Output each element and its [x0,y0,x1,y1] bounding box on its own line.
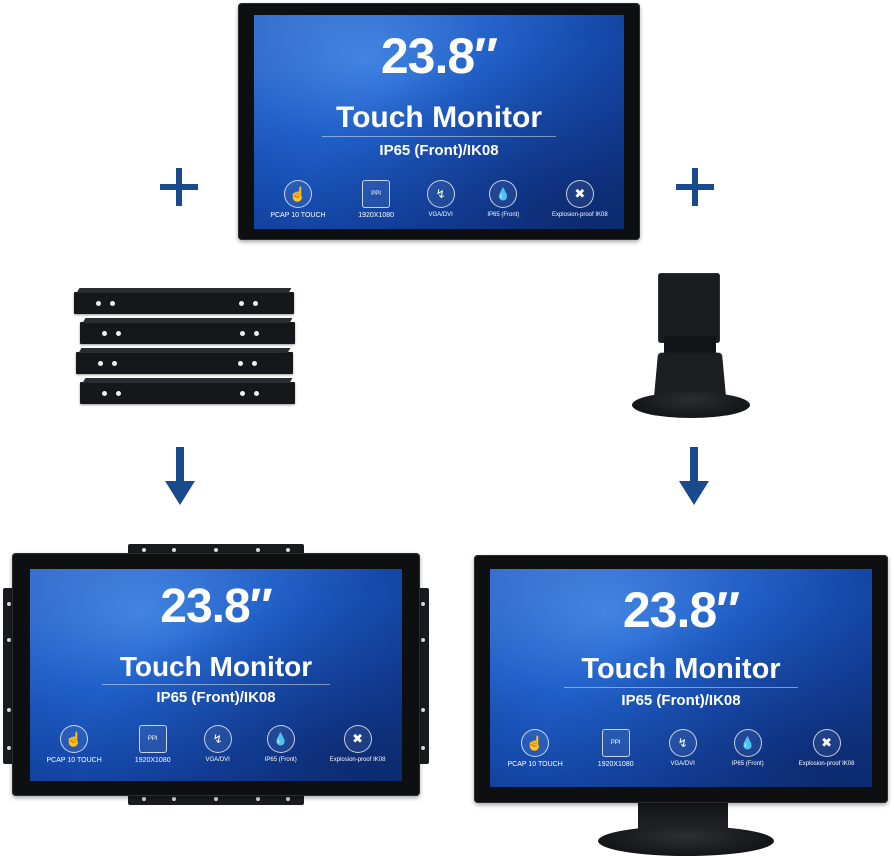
water-drops-icon: 💧 [266,725,295,753]
feature-touch: ☝ PCAP 10 TOUCH [270,180,326,219]
feature-label: 1920X1080 [597,761,634,768]
bracket-2 [80,318,295,344]
feature-row: ☝ PCAP 10 TOUCH PPI 1920X1080 ↯ VGA/DVI … [254,180,624,219]
ppi-icon: PPI [362,180,391,208]
open-frame-monitor-body: 23.8″ Touch Monitor IP65 (Front)/IK08 ☝ … [12,553,420,796]
product-subtitle: IP65 (Front)/IK08 [156,689,276,706]
feature-resolution: PPI 1920X1080 [135,725,171,764]
feature-label: VGA/DVI [205,757,230,763]
feature-label: PCAP 10 TOUCH [270,212,326,219]
plus-icon-right [676,168,714,206]
feature-interface: ↯ VGA/DVI [668,729,697,768]
feature-row: ☝ PCAP 10 TOUCH PPI 1920X1080 ↯ VGA/DVI … [490,729,872,768]
feature-label: IP65 (Front) [487,212,520,218]
feature-label: IP65 (Front) [731,761,764,767]
feature-label: 1920X1080 [358,212,395,219]
feature-interface: ↯ VGA/DVI [426,180,455,219]
usb-icon: ↯ [668,729,697,757]
divider [322,136,556,137]
feature-label: VGA/DVI [670,761,695,767]
feature-row: ☝ PCAP 10 TOUCH PPI 1920X1080 ↯ VGA/DVI … [30,725,402,764]
explosion-proof-icon: ✖ [343,725,372,753]
feature-waterproof: 💧 IP65 (Front) [732,729,764,768]
frame-bracket-right [417,588,429,764]
feature-explosion-proof: ✖ Explosion-proof IK08 [798,729,855,768]
product-subtitle: IP65 (Front)/IK08 [379,142,499,159]
feature-waterproof: 💧 IP65 (Front) [265,725,297,764]
feature-label: Explosion-proof IK08 [798,761,855,767]
bracket-3 [76,348,293,374]
feature-resolution: PPI 1920X1080 [358,180,394,219]
water-drops-icon: 💧 [733,729,762,757]
feature-explosion-proof: ✖ Explosion-proof IK08 [552,180,608,219]
stand-base [632,392,750,418]
feature-interface: ↯ VGA/DVI [203,725,232,764]
usb-icon: ↯ [426,180,455,208]
feature-label: Explosion-proof IK08 [329,757,386,763]
frame-bracket-bottom [128,793,304,805]
stand-hinge [664,336,716,354]
usb-icon: ↯ [203,725,232,753]
touch-icon: ☝ [60,725,89,753]
desktop-stand-base [598,826,774,856]
product-subtitle: IP65 (Front)/IK08 [621,692,741,709]
screen-size-text: 23.8″ [160,580,272,633]
feature-waterproof: 💧 IP65 (Front) [487,180,519,219]
ppi-icon: PPI [138,725,167,753]
divider [564,687,798,688]
feature-label: 1920X1080 [134,757,171,764]
top-monitor-screen: 23.8″ Touch Monitor IP65 (Front)/IK08 ☝ … [254,15,624,229]
screen-size-text: 23.8″ [622,582,740,638]
top-monitor: 23.8″ Touch Monitor IP65 (Front)/IK08 ☝ … [238,3,640,240]
arrow-down-right-icon [679,447,709,507]
desktop-monitor-screen: 23.8″ Touch Monitor IP65 (Front)/IK08 ☝ … [490,569,872,787]
ppi-icon: PPI [601,729,630,757]
feature-label: VGA/DVI [428,212,453,218]
plus-icon-left [160,168,198,206]
water-drops-icon: 💧 [489,180,518,208]
arrow-down-left-icon [165,447,195,507]
feature-label: Explosion-proof IK08 [551,212,608,218]
divider [102,684,330,685]
explosion-proof-icon: ✖ [812,729,841,757]
screen-size-text: 23.8″ [380,28,498,84]
explosion-proof-icon: ✖ [565,180,594,208]
feature-explosion-proof: ✖ Explosion-proof IK08 [329,725,386,764]
feature-touch: ☝ PCAP 10 TOUCH [508,729,563,768]
product-title: Touch Monitor [581,653,781,685]
touch-icon: ☝ [521,729,550,757]
feature-label: PCAP 10 TOUCH [507,761,563,768]
desktop-monitor-body: 23.8″ Touch Monitor IP65 (Front)/IK08 ☝ … [474,555,888,803]
bracket-4 [80,378,295,404]
feature-label: PCAP 10 TOUCH [46,757,102,764]
open-frame-monitor-screen: 23.8″ Touch Monitor IP65 (Front)/IK08 ☝ … [30,569,402,781]
touch-icon: ☝ [283,180,312,208]
product-title: Touch Monitor [335,101,543,134]
stand-upper-plate [658,273,720,343]
feature-label: IP65 (Front) [264,757,297,763]
feature-touch: ☝ PCAP 10 TOUCH [47,725,102,764]
bracket-1 [74,288,294,314]
feature-resolution: PPI 1920X1080 [598,729,634,768]
product-title: Touch Monitor [119,651,313,682]
